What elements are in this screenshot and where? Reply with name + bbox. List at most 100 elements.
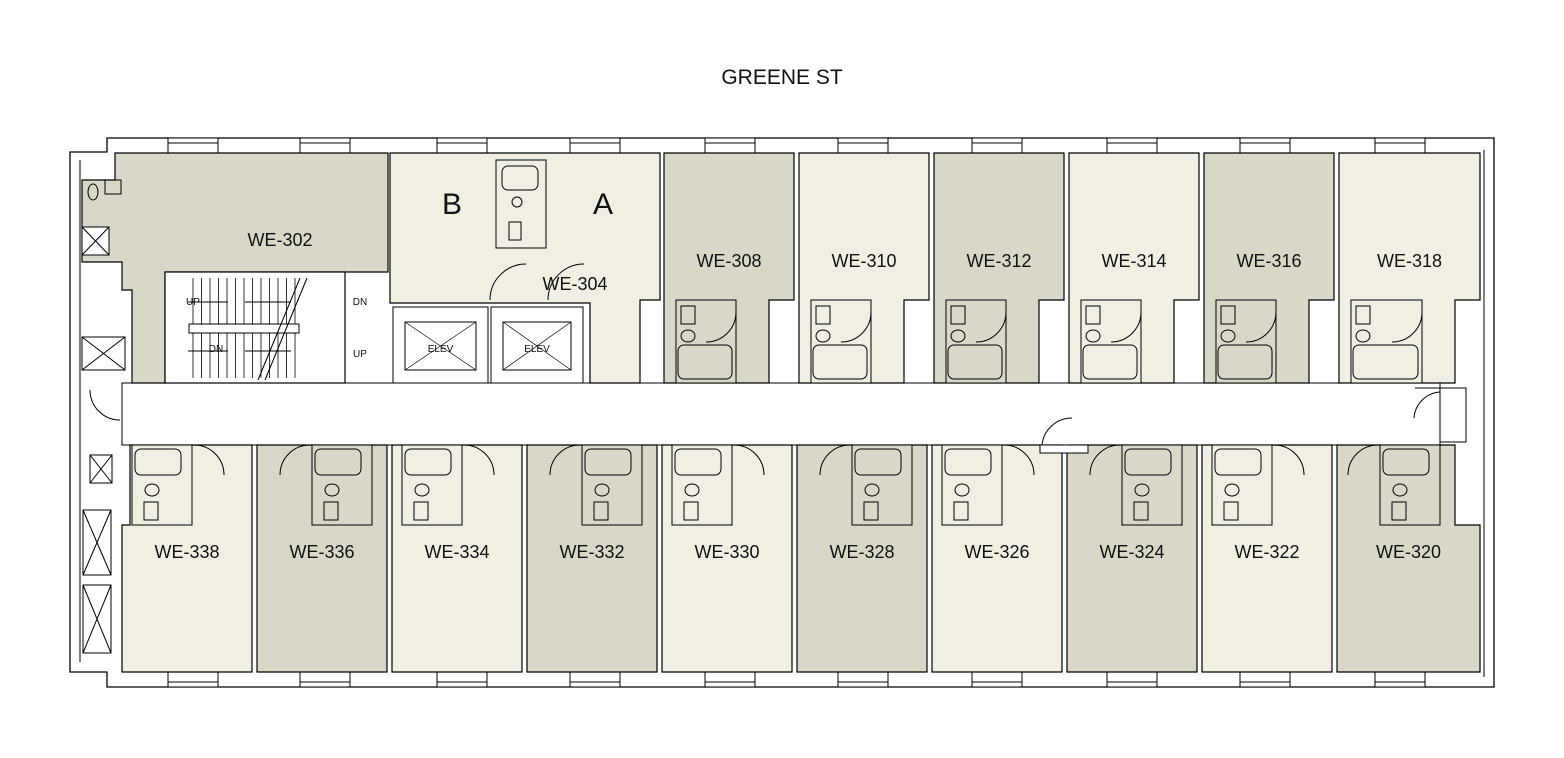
sink-icon	[1223, 501, 1239, 521]
sink-icon	[323, 501, 339, 521]
bathroom	[131, 444, 193, 526]
window	[971, 671, 1023, 688]
window	[167, 671, 219, 688]
toilet-icon	[511, 196, 523, 208]
bathtub-icon	[677, 344, 733, 380]
toilet-icon	[1355, 329, 1371, 343]
room-label-we-318: WE-318	[1377, 251, 1442, 271]
door-swing-icon	[1391, 311, 1423, 343]
door-swing-icon	[89, 389, 1441, 446]
elevator-label: ELEV	[428, 344, 454, 355]
room-label-we-324: WE-324	[1099, 542, 1164, 562]
stair-landing	[188, 323, 300, 334]
elevator-car-icon	[404, 321, 477, 371]
room-label-we-332: WE-332	[559, 542, 624, 562]
bathtub-icon	[1217, 344, 1273, 380]
window	[299, 671, 351, 688]
door-swing-icon	[279, 444, 311, 476]
door-swing-icon	[463, 444, 495, 476]
toilet-icon	[324, 483, 340, 497]
street-label: GREENE ST	[721, 66, 843, 89]
window	[704, 137, 756, 154]
bathtub-icon	[1382, 448, 1430, 476]
window	[1239, 137, 1291, 154]
door-swing-icon	[1089, 444, 1121, 476]
room-label-we-302: WE-302	[247, 230, 312, 250]
sink-icon	[683, 501, 699, 521]
corridor-closet	[1415, 387, 1467, 443]
bathtub-icon	[947, 344, 1003, 380]
window	[569, 671, 621, 688]
bathtub-icon	[1124, 448, 1172, 476]
sink-icon	[950, 305, 966, 325]
door-swing-icon	[1347, 444, 1379, 476]
door-swing-icon	[1273, 444, 1305, 476]
room-label-we-328: WE-328	[829, 542, 894, 562]
stair-label-up: UP	[186, 297, 200, 308]
sink-icon	[1133, 501, 1149, 521]
window	[167, 137, 219, 154]
toilet-icon	[1134, 483, 1150, 497]
door-swing-icon	[489, 263, 585, 301]
room-label-we-314: WE-314	[1101, 251, 1166, 271]
bathtub-icon	[674, 448, 722, 476]
inner-wall	[79, 150, 1485, 677]
room-label-we-312: WE-312	[966, 251, 1031, 271]
sink-icon	[1085, 305, 1101, 325]
room-label-we-330: WE-330	[694, 542, 759, 562]
door-swing-icon	[819, 444, 851, 476]
stair-label-dn: DN	[353, 297, 367, 308]
bathroom	[851, 444, 913, 526]
bedroom-label-a: A	[593, 188, 613, 221]
sink-icon	[413, 501, 429, 521]
window	[436, 137, 488, 154]
elevator-car-icon	[502, 321, 572, 371]
toilet-icon	[1220, 329, 1236, 343]
corridor	[121, 382, 1441, 446]
bedroom-label-b: B	[442, 188, 462, 221]
door-swing-icon	[1110, 311, 1142, 343]
bathtub-icon	[1352, 344, 1419, 380]
room-we-304	[389, 152, 661, 384]
door-frame	[1039, 444, 1089, 454]
toilet-icon	[684, 483, 700, 497]
door-swing-icon	[1003, 444, 1035, 476]
window	[1106, 137, 1158, 154]
window	[1239, 671, 1291, 688]
toilet-icon	[680, 329, 696, 343]
shaft-x-icon	[82, 584, 112, 654]
room-label-we-304: WE-304	[542, 274, 607, 294]
bathroom	[1211, 444, 1273, 526]
window	[704, 671, 756, 688]
bathroom	[401, 444, 463, 526]
bathtub-icon	[314, 448, 362, 476]
toilet-icon	[594, 483, 610, 497]
window	[569, 137, 621, 154]
door-swing-icon	[733, 444, 765, 476]
elevator-label: ELEV	[524, 344, 550, 355]
stair-label-up: UP	[353, 349, 367, 360]
sink-icon	[593, 501, 609, 521]
toilet-icon	[1224, 483, 1240, 497]
bathtub-icon	[501, 165, 539, 191]
door-swing-icon	[1245, 311, 1277, 343]
shaft-x-icon	[81, 226, 110, 256]
elevator-x-icon	[502, 321, 572, 371]
bathtub-icon	[812, 344, 868, 380]
window	[837, 671, 889, 688]
sink-icon	[508, 221, 522, 241]
bathtub-icon	[134, 448, 182, 476]
sink-icon	[953, 501, 969, 521]
window	[1374, 671, 1426, 688]
bathroom	[941, 444, 1003, 526]
sink-icon	[863, 501, 879, 521]
room-label-we-308: WE-308	[696, 251, 761, 271]
room-label-we-334: WE-334	[424, 542, 489, 562]
door-swing-icon	[705, 311, 737, 343]
room-label-we-326: WE-326	[964, 542, 1029, 562]
toilet-icon	[954, 483, 970, 497]
sink-icon	[1355, 305, 1371, 325]
window	[1106, 671, 1158, 688]
room-label-we-316: WE-316	[1236, 251, 1301, 271]
